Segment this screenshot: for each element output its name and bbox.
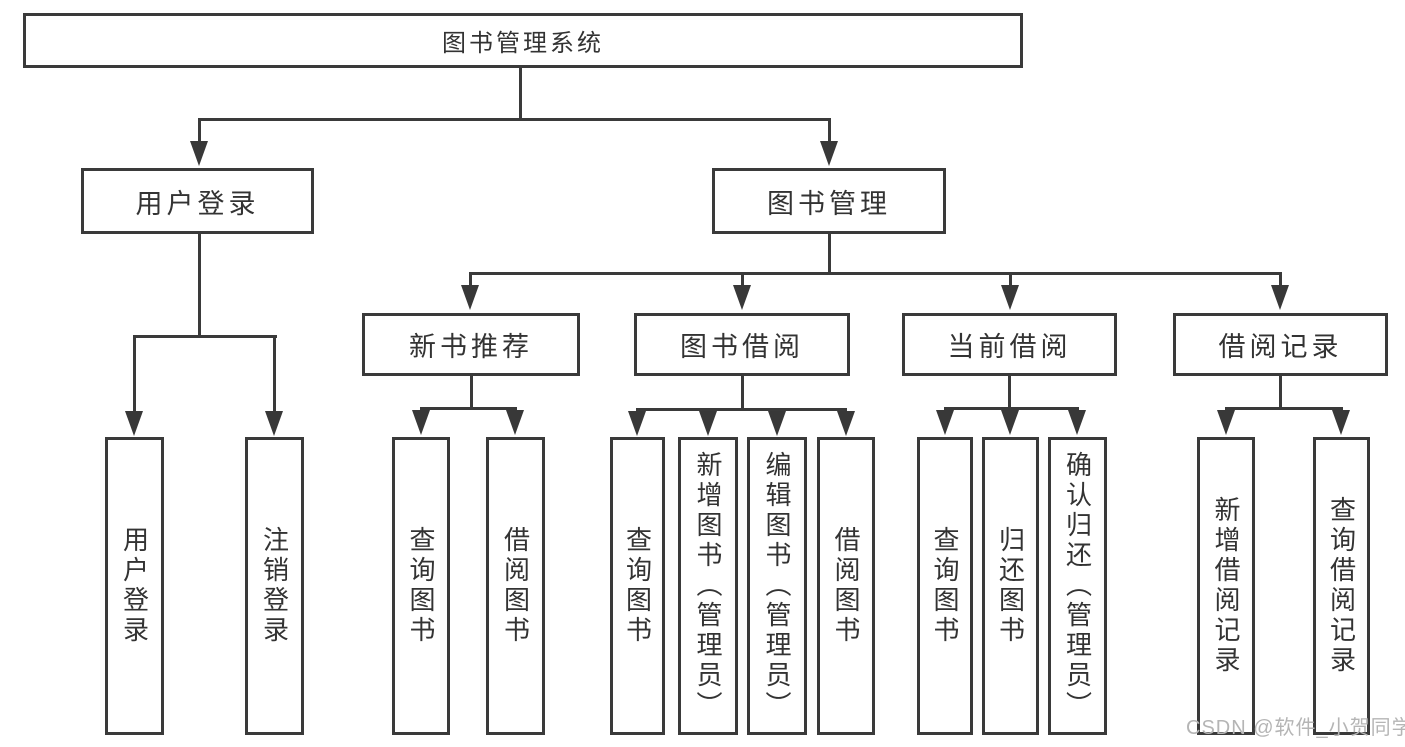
node-label: 图书管理系统 <box>442 30 604 57</box>
leaf-borrow-books-recommend: 借阅图书 <box>486 437 545 735</box>
connector-line <box>470 374 473 409</box>
leaf-query-books-recommend: 查询图书 <box>392 437 450 735</box>
leaf-user-login: 用户登录 <box>105 437 164 735</box>
connector-line <box>828 232 831 274</box>
node-book-management: 图书管理 <box>712 168 946 234</box>
node-label: 注销登录 <box>259 526 290 646</box>
connector-line <box>273 335 276 414</box>
node-label: 用户登录 <box>135 188 260 219</box>
leaf-add-borrow-record: 新增借阅记录 <box>1197 437 1255 735</box>
node-current-borrowing: 当前借阅 <box>902 313 1117 376</box>
connector-line <box>636 408 847 411</box>
leaf-query-books-current: 查询图书 <box>917 437 973 735</box>
arrow-down-icon <box>837 411 855 436</box>
connector-line <box>741 272 744 290</box>
node-label: 查询图书 <box>406 526 436 646</box>
arrow-down-icon <box>768 411 786 436</box>
connector-line <box>1225 407 1343 410</box>
leaf-borrow-books: 借阅图书 <box>817 437 875 735</box>
node-label: 编辑图书（管理员） <box>762 451 792 721</box>
arrow-down-icon <box>733 285 751 310</box>
arrow-down-icon <box>412 410 430 435</box>
arrow-down-icon <box>190 141 208 166</box>
arrow-down-icon <box>1001 285 1019 310</box>
connector-line <box>1279 272 1282 290</box>
node-label: 图书借阅 <box>680 332 804 362</box>
leaf-query-books-borrowing: 查询图书 <box>610 437 665 735</box>
node-label: 确认归还（管理员） <box>1062 451 1093 721</box>
arrow-down-icon <box>936 410 954 435</box>
node-new-book-recommendation: 新书推荐 <box>362 313 580 376</box>
connector-line <box>198 118 831 121</box>
leaf-edit-books-admin: 编辑图书（管理员） <box>747 437 807 735</box>
connector-line <box>1008 374 1011 409</box>
arrow-down-icon <box>820 141 838 166</box>
node-library-management-system: 图书管理系统 <box>23 13 1023 68</box>
arrow-down-icon <box>506 410 524 435</box>
arrow-down-icon <box>1217 410 1235 435</box>
node-user-login: 用户登录 <box>81 168 314 234</box>
connector-line <box>944 407 1079 410</box>
connector-line <box>198 118 201 146</box>
node-label: 借阅记录 <box>1218 332 1343 362</box>
csdn-watermark: CSDN @软件_小贺同学 <box>1186 717 1405 739</box>
connector-line <box>469 272 1282 275</box>
leaf-confirm-return-admin: 确认归还（管理员） <box>1048 437 1107 735</box>
node-label: 新书推荐 <box>409 332 533 362</box>
node-label: 查询图书 <box>622 526 653 646</box>
connector-line <box>469 272 472 290</box>
connector-line <box>828 118 831 146</box>
leaf-add-books-admin: 新增图书（管理员） <box>678 437 738 735</box>
node-label: 新增借阅记录 <box>1211 496 1241 676</box>
leaf-return-books: 归还图书 <box>982 437 1039 735</box>
connector-line <box>133 335 277 338</box>
leaf-logout: 注销登录 <box>245 437 304 735</box>
arrow-down-icon <box>125 411 143 436</box>
node-book-borrowing: 图书借阅 <box>634 313 850 376</box>
connector-line <box>1009 272 1012 290</box>
arrow-down-icon <box>1068 410 1086 435</box>
node-label: 借阅图书 <box>831 526 861 646</box>
node-borrowing-records: 借阅记录 <box>1173 313 1388 376</box>
arrow-down-icon <box>461 285 479 310</box>
node-label: 当前借阅 <box>947 332 1072 362</box>
connector-line <box>1279 374 1282 409</box>
node-label: 新增图书（管理员） <box>693 451 723 721</box>
arrow-down-icon <box>1001 410 1019 435</box>
node-label: 归还图书 <box>995 526 1026 646</box>
arrow-down-icon <box>1332 410 1350 435</box>
node-label: 图书管理 <box>767 188 891 219</box>
node-label: 借阅图书 <box>500 526 531 646</box>
arrow-down-icon <box>265 411 283 436</box>
connector-line <box>198 232 201 337</box>
arrow-down-icon <box>628 411 646 436</box>
node-label: 查询图书 <box>930 526 960 646</box>
connector-line <box>519 66 522 120</box>
node-label: 用户登录 <box>119 526 150 646</box>
node-label: 查询借阅记录 <box>1326 496 1357 676</box>
connector-line <box>420 407 517 410</box>
arrow-down-icon <box>699 411 717 436</box>
arrow-down-icon <box>1271 285 1289 310</box>
connector-line <box>741 374 744 411</box>
leaf-query-borrow-record: 查询借阅记录 <box>1313 437 1370 735</box>
connector-line <box>133 335 136 414</box>
